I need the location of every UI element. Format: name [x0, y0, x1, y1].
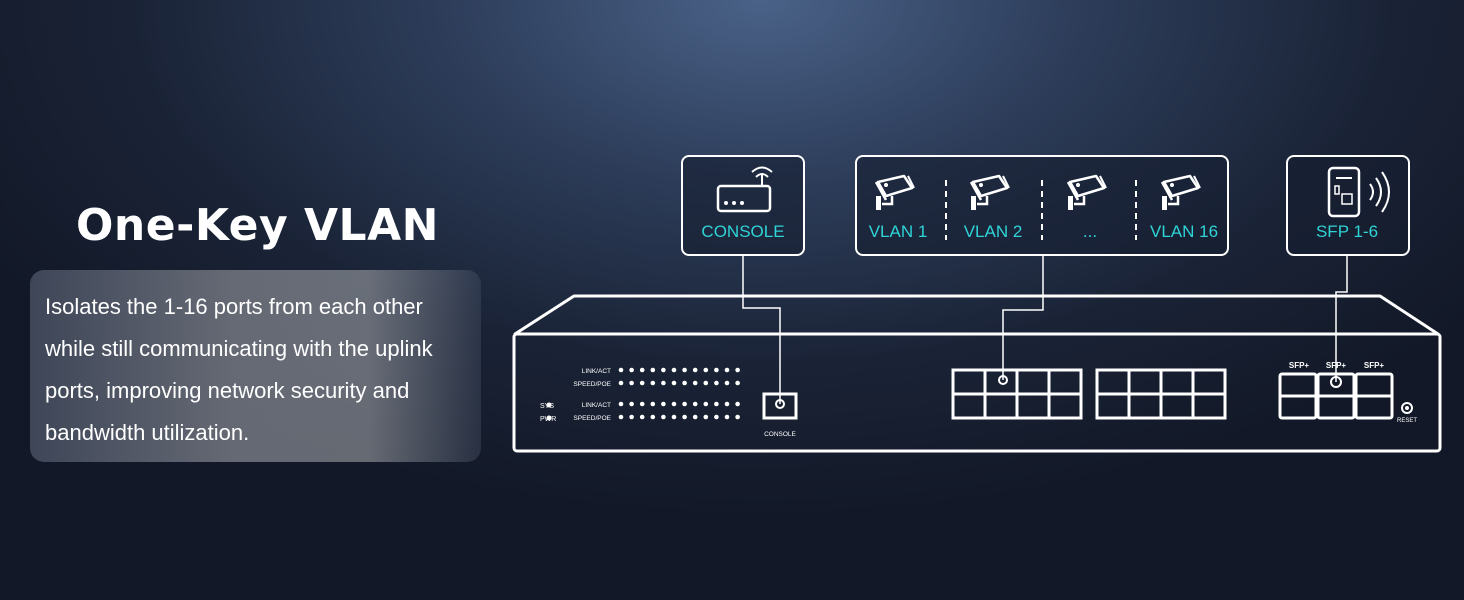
sfp-label-2: SFP+: [1326, 361, 1347, 370]
led-dot: [650, 414, 656, 420]
led-dot: [650, 401, 656, 407]
led-dot: [692, 401, 698, 407]
led-dot: [703, 380, 709, 386]
led-dot: [703, 414, 709, 420]
vlan16-label: VLAN 16: [1149, 222, 1219, 241]
led-dot: [629, 367, 634, 373]
led-dot: [671, 401, 677, 407]
vlan-ellipsis-label: ...: [1082, 222, 1098, 241]
led-dot: [629, 380, 634, 386]
reset-label: RESET: [1397, 418, 1417, 424]
led-dot: [714, 401, 719, 407]
speed-poe-label-bottom: SPEED/POE: [573, 415, 611, 422]
led-dot: [714, 414, 719, 420]
vlan-connector-line: [1002, 256, 1044, 380]
led-dot: [671, 367, 677, 373]
led-dot: [724, 380, 730, 386]
vlan1-label: VLAN 1: [868, 222, 928, 241]
sfp-callout: [1286, 155, 1410, 256]
switch-front-panel: [512, 332, 1442, 453]
led-dot: [661, 380, 666, 386]
led-dot: [703, 367, 709, 373]
security-camera-icon-4: [1160, 174, 1202, 212]
security-camera-icon-1: [874, 174, 916, 212]
led-dot: [661, 367, 666, 373]
led-dot: [650, 367, 656, 373]
console-port-label: CONSOLE: [764, 431, 796, 438]
console-callout-label: CONSOLE: [701, 222, 785, 241]
switch-top-face: [513, 294, 1440, 336]
rj45-ports-bank-1: [951, 368, 1083, 420]
led-dot: [692, 367, 698, 373]
security-camera-icon-3: [1066, 174, 1108, 212]
led-dot: [724, 401, 730, 407]
led-dot: [714, 367, 719, 373]
led-dot: [629, 401, 634, 407]
led-dot: [618, 367, 624, 373]
led-dot: [629, 414, 634, 420]
led-indicators: [618, 367, 740, 420]
led-dot: [639, 414, 645, 420]
led-dot: [682, 380, 687, 386]
speed-poe-label-top: SPEED/POE: [573, 381, 611, 388]
led-dot: [682, 367, 687, 373]
sfp-callout-label: SFP 1-6: [1315, 222, 1379, 241]
vlan2-label: VLAN 2: [963, 222, 1023, 241]
led-dot: [735, 367, 740, 373]
led-dot: [692, 380, 698, 386]
sfp-label-1: SFP+: [1289, 361, 1310, 370]
led-dot: [692, 414, 698, 420]
led-dot: [639, 367, 645, 373]
rj45-ports-bank-2: [1095, 368, 1227, 420]
reset-button: [1401, 402, 1413, 414]
led-dot: [618, 380, 624, 386]
led-dot: [703, 401, 709, 407]
led-dot: [682, 414, 687, 420]
led-dot: [735, 414, 740, 420]
led-dot: [735, 401, 740, 407]
sfp-ports: [1278, 372, 1394, 420]
router-icon: [716, 166, 773, 213]
page-title: One-Key VLAN: [76, 200, 439, 251]
led-dot: [650, 380, 656, 386]
led-dot: [735, 380, 740, 386]
security-camera-icon-2: [969, 174, 1011, 212]
led-dot: [639, 380, 645, 386]
led-dot: [714, 380, 719, 386]
sfp-label-3: SFP+: [1364, 361, 1385, 370]
led-dot: [639, 401, 645, 407]
description-text: Isolates the 1-16 ports from each other …: [45, 294, 433, 445]
console-connector-line: [742, 256, 781, 404]
led-dot: [724, 414, 730, 420]
console-port: [762, 392, 798, 420]
led-dot: [661, 414, 666, 420]
sfp-module-icon: [1327, 166, 1390, 218]
console-callout: [681, 155, 805, 256]
sfp-connector-line: [1335, 256, 1348, 382]
led-dot: [618, 401, 624, 407]
led-dot: [682, 401, 687, 407]
led-dot: [661, 401, 666, 407]
led-dot: [671, 414, 677, 420]
led-dot: [724, 367, 730, 373]
link-act-label-top: LINK/ACT: [582, 368, 611, 375]
link-act-label-bottom: LINK/ACT: [582, 402, 611, 409]
description-panel: Isolates the 1-16 ports from each other …: [30, 270, 481, 462]
led-dot: [671, 380, 677, 386]
led-dot: [618, 414, 624, 420]
